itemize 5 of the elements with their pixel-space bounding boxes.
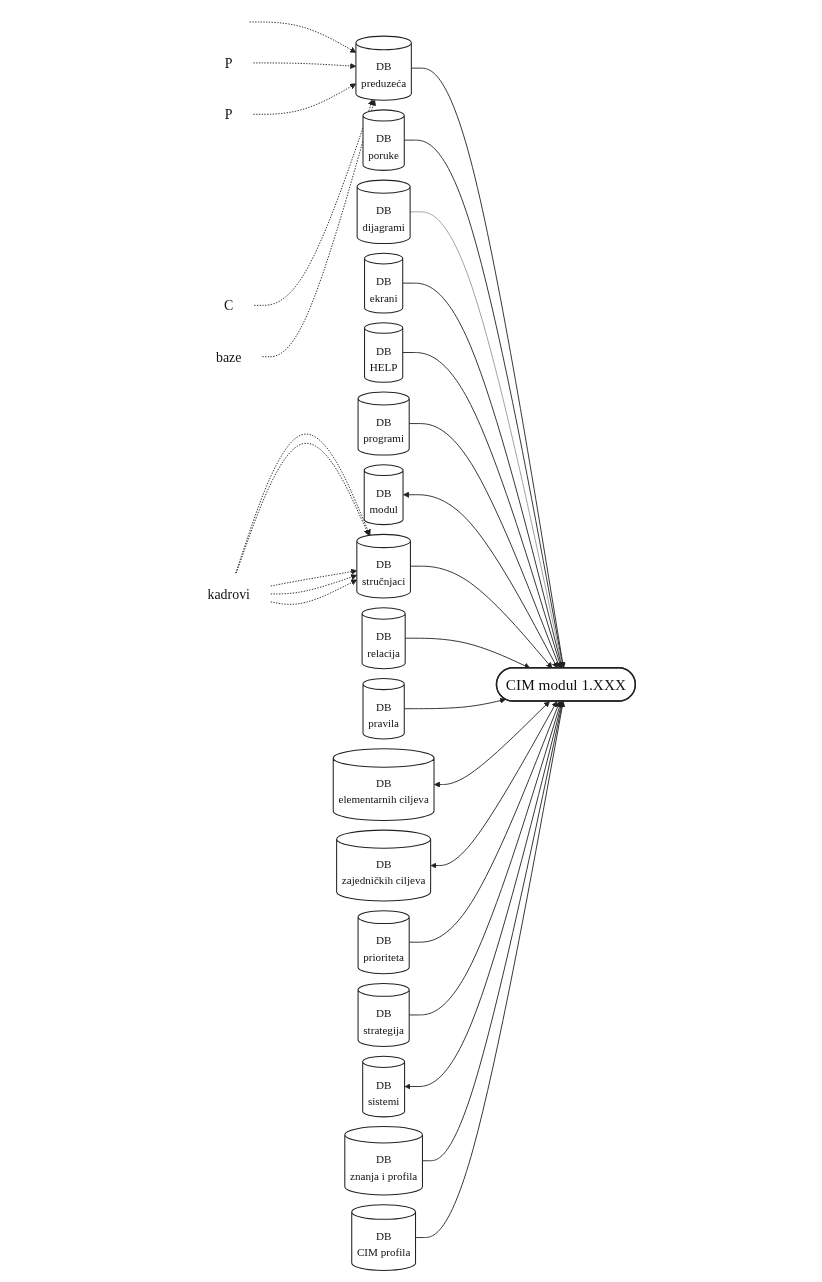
node-text: P [224,106,233,122]
node-text: C [224,297,234,313]
node-text: P [224,55,233,71]
node-text: kadrovi [207,586,250,602]
node-text: baze [216,349,242,365]
